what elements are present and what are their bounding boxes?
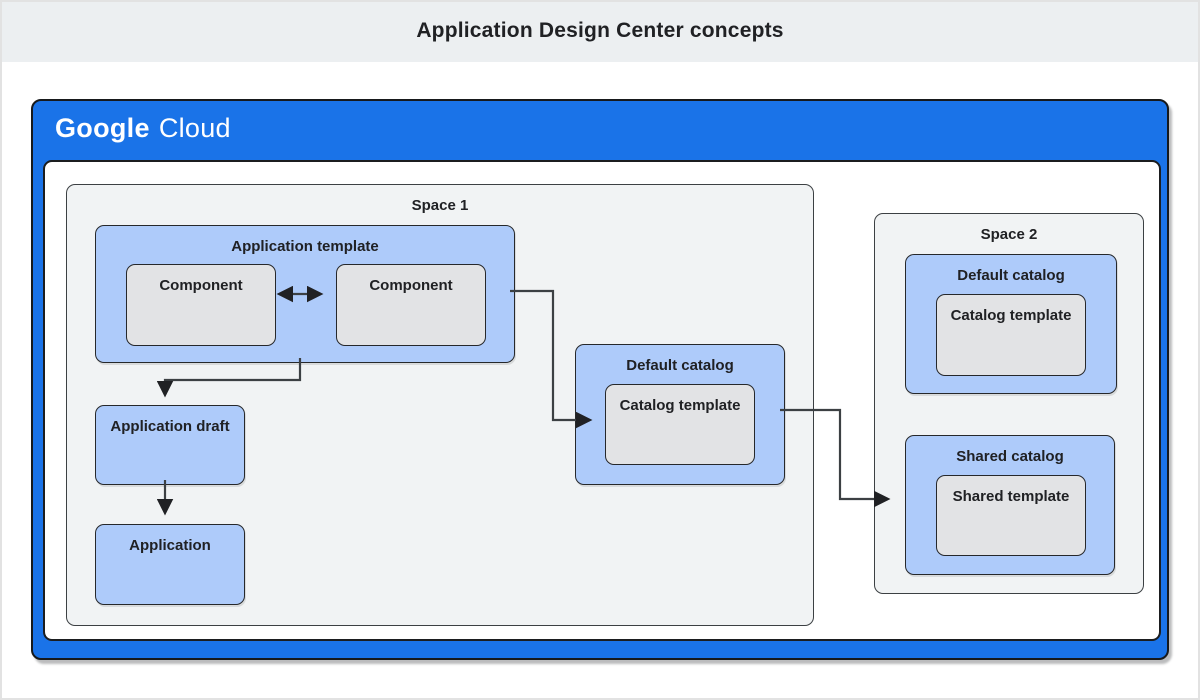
space2-default-catalog-label: Default catalog: [957, 267, 1065, 284]
space2-catalog-template-label: Catalog template: [950, 307, 1072, 324]
page-title: Application Design Center concepts: [416, 19, 784, 42]
shared-catalog-label: Shared catalog: [956, 448, 1064, 465]
shared-template-label: Shared template: [952, 488, 1070, 505]
google-cloud-panel: Google Cloud Space 1 Application template…: [31, 99, 1169, 660]
application-label: Application: [129, 537, 211, 554]
component-left-label: Component: [159, 277, 243, 294]
space1-catalog-template-box: Catalog template: [605, 384, 755, 465]
application-template-label: Application template: [231, 238, 379, 255]
space2-default-catalog-box: Default catalog Catalog template: [905, 254, 1117, 394]
component-right-box: Component: [336, 264, 486, 346]
space1-default-catalog-label: Default catalog: [626, 357, 734, 374]
logo-cloud-text: Cloud: [158, 113, 231, 143]
space1-default-catalog-box: Default catalog Catalog template: [575, 344, 785, 485]
cloud-inner-panel: Space 1 Application template Component C…: [43, 160, 1161, 641]
application-draft-label: Application draft: [110, 418, 230, 435]
space1-container: Space 1 Application template Component C…: [66, 184, 814, 626]
space1-label: Space 1: [411, 197, 469, 214]
application-template-box: Application template Component Component: [95, 225, 515, 363]
component-left-box: Component: [126, 264, 276, 346]
shared-template-box: Shared template: [936, 475, 1086, 556]
shared-catalog-box: Shared catalog Shared template: [905, 435, 1115, 575]
space2-container: Space 2 Default catalog Catalog template…: [874, 213, 1144, 594]
application-box: Application: [95, 524, 245, 605]
component-right-label: Component: [369, 277, 453, 294]
space1-catalog-template-label: Catalog template: [619, 397, 741, 414]
google-cloud-logo: Google Cloud: [55, 113, 231, 144]
space2-label: Space 2: [980, 226, 1038, 243]
logo-google-text: Google: [55, 113, 150, 143]
title-band: Application Design Center concepts: [0, 0, 1200, 62]
application-draft-box: Application draft: [95, 405, 245, 485]
space2-catalog-template-box: Catalog template: [936, 294, 1086, 376]
